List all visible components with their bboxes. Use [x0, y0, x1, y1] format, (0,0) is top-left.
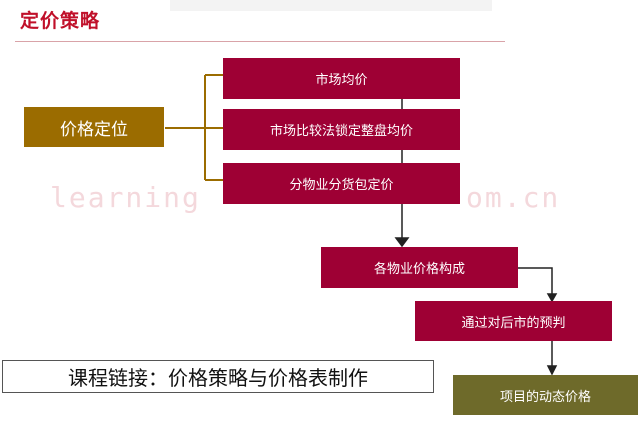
- bracket-connector: [165, 74, 223, 181]
- watermark: learning: [50, 181, 201, 214]
- price-positioning-box: 价格定位: [24, 107, 164, 147]
- course-link[interactable]: 课程链接：价格策略与价格表制作: [2, 360, 434, 393]
- watermark: om.cn: [466, 181, 561, 214]
- arrowhead-icon: [394, 237, 410, 248]
- method-box-property-pricing: 分物业分货包定价: [223, 163, 460, 204]
- flow-box-dynamic-price: 项目的动态价格: [453, 375, 638, 415]
- arrowhead-icon: [546, 293, 558, 303]
- arrowhead-icon: [546, 365, 558, 376]
- top-bar: [170, 0, 492, 11]
- method-box-market-average: 市场均价: [223, 58, 460, 99]
- page-title: 定价策略: [20, 10, 101, 32]
- title-divider: [15, 41, 505, 42]
- flow-box-price-composition: 各物业价格构成: [321, 247, 518, 288]
- flow-box-market-forecast: 通过对后市的预判: [415, 301, 612, 341]
- method-box-market-comparison: 市场比较法锁定整盘均价: [223, 109, 460, 150]
